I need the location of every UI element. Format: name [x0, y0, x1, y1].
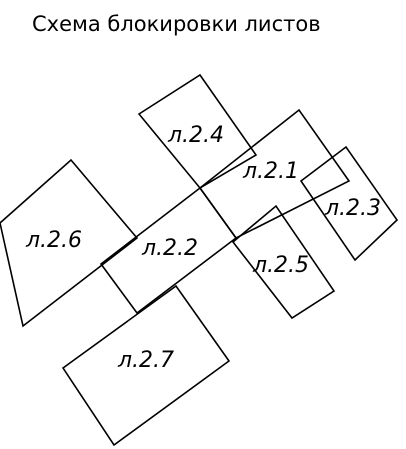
sheet-2-6-label: л.2.6 — [25, 228, 82, 253]
diagram-title: Схема блокировки листов — [32, 12, 321, 36]
sheet-2-7: л.2.7 — [61, 284, 231, 447]
sheet-2-7-label: л.2.7 — [117, 348, 174, 373]
sheet-2-3: л.2.3 — [299, 145, 399, 262]
sheet-2-5-label: л.2.5 — [252, 253, 309, 278]
sheet-2-2-label: л.2.2 — [141, 236, 198, 261]
sheet-2-4-label: л.2.4 — [167, 123, 224, 148]
sheet-2-6: л.2.6 — [0, 158, 139, 328]
sheet-2-3-label: л.2.3 — [324, 196, 381, 221]
sheet-2-1-label: л.2.1 — [242, 159, 299, 184]
sheet-2-4: л.2.4 — [137, 73, 258, 190]
sheet-2-2: л.2.2 — [99, 186, 238, 315]
sheet-2-5: л.2.5 — [231, 204, 336, 320]
